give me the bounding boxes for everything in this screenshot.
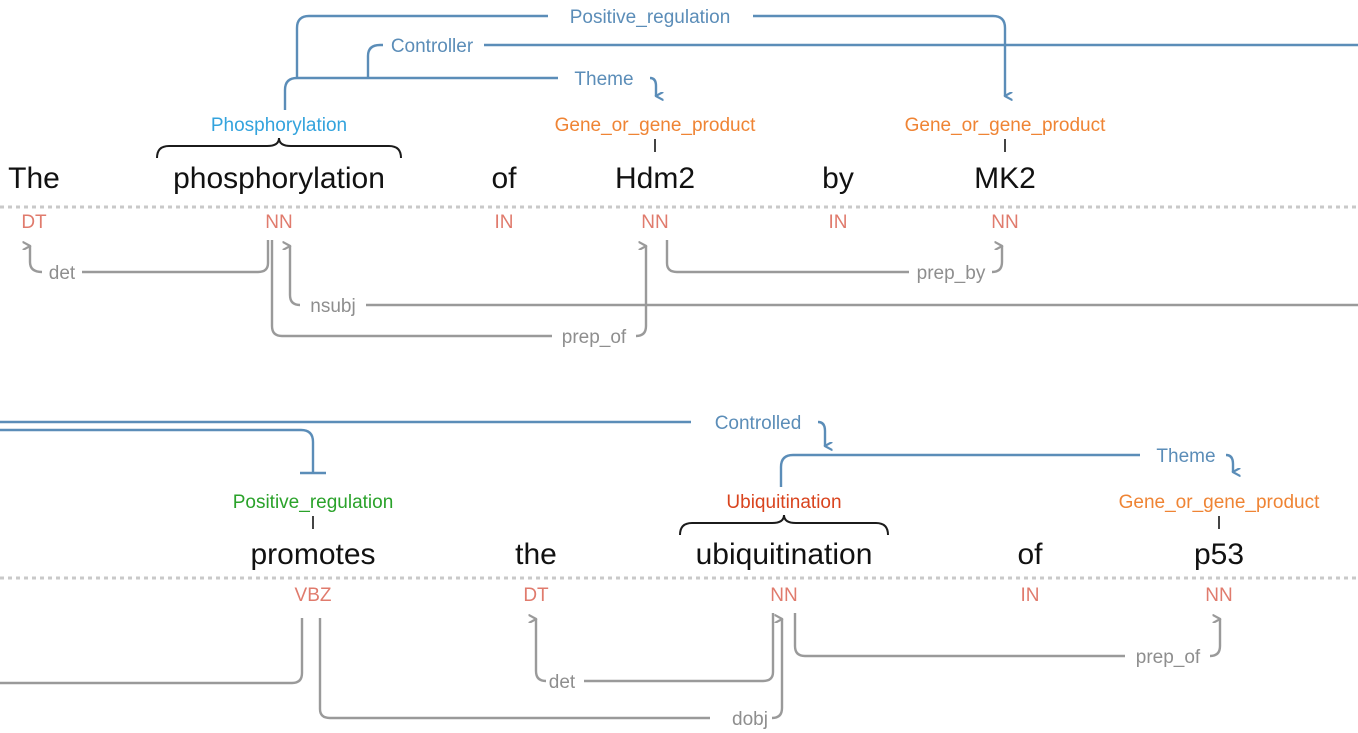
arc-path (771, 619, 782, 720)
arc-path (0, 428, 315, 472)
event-arc-positive-regulation-row1[interactable]: Positive_regulation (295, 7, 1005, 96)
pos-tag-hdm2[interactable]: NN (641, 212, 668, 233)
pos-tag-of-2[interactable]: IN (1021, 585, 1040, 606)
arc-path (649, 76, 656, 96)
dep-arc-det-row1[interactable]: det (30, 240, 270, 284)
arc-path (1209, 619, 1220, 658)
arc-path (318, 618, 710, 720)
dep-label-dobj: dobj (732, 709, 768, 730)
event-arc-positive-regulation-row2[interactable] (0, 428, 326, 475)
arc-path (30, 246, 43, 274)
pos-tag-by[interactable]: IN (829, 212, 848, 233)
token-word-promotes[interactable]: promotes (250, 538, 375, 571)
entity-label-gene-hdm2[interactable]: Gene_or_gene_product (555, 115, 756, 136)
arc-path (991, 246, 1002, 274)
dep-label-det-row2: det (549, 672, 576, 693)
token-word-phosphorylation[interactable]: phosphorylation (173, 162, 385, 195)
event-arc-theme-row1[interactable]: Theme (283, 69, 656, 110)
pos-tag-promotes[interactable]: VBZ (295, 585, 332, 606)
dep-arc-prep-of-row2[interactable]: prep_of (793, 613, 1220, 668)
token-word-the-2[interactable]: the (515, 538, 557, 571)
pos-tag-mk2[interactable]: NN (991, 212, 1018, 233)
dep-label-prep-by: prep_by (917, 263, 986, 284)
event-arc-theme-row2[interactable]: Theme (779, 446, 1233, 487)
brace-ubiquitination (679, 514, 889, 536)
arc-path (82, 240, 270, 274)
token-word-by[interactable]: by (822, 162, 854, 195)
token-word-of-2[interactable]: of (1017, 538, 1043, 571)
entity-label-phosphorylation[interactable]: Phosphorylation (211, 115, 347, 136)
arc-label-controlled: Controlled (715, 413, 802, 434)
dep-arc-nsubj-tail-row2 (0, 618, 304, 685)
dep-label-prep-of-row1: prep_of (562, 327, 627, 348)
token-word-p53[interactable]: p53 (1194, 538, 1244, 571)
arc-path (290, 246, 301, 307)
dep-arc-prep-by[interactable]: prep_by (665, 240, 1002, 284)
pos-tag-ubiquitination[interactable]: NN (770, 585, 797, 606)
entity-label-ubiquitination[interactable]: Ubiquitination (726, 492, 841, 513)
token-word-hdm2[interactable]: Hdm2 (615, 162, 695, 195)
token-word-ubiquitination[interactable]: ubiquitination (696, 538, 873, 571)
pos-tag-the-2[interactable]: DT (523, 585, 549, 606)
dep-label-nsubj: nsubj (310, 296, 355, 317)
arc-path (793, 613, 1125, 658)
token-word-mk2[interactable]: MK2 (974, 162, 1036, 195)
arc-path (779, 453, 1140, 487)
arc-path (536, 619, 547, 683)
dep-label-det-row1: det (49, 263, 76, 284)
arc-path (366, 43, 383, 78)
arc-path (0, 618, 304, 685)
entity-label-gene-mk2[interactable]: Gene_or_gene_product (905, 115, 1106, 136)
arc-path (1225, 453, 1233, 472)
pos-tag-of-1[interactable]: IN (495, 212, 514, 233)
dep-arc-nsubj[interactable]: nsubj (290, 246, 1358, 317)
arc-path (584, 613, 775, 683)
arc-path (665, 240, 909, 274)
dep-arc-det-row2[interactable]: det (536, 613, 775, 693)
token-word-the[interactable]: The (8, 162, 60, 195)
arc-label-theme-row1: Theme (574, 69, 633, 90)
arc-label-controller: Controller (391, 36, 474, 57)
entity-label-positive-regulation[interactable]: Positive_regulation (233, 492, 394, 513)
arc-path (283, 76, 558, 110)
entity-label-gene-p53[interactable]: Gene_or_gene_product (1119, 492, 1320, 513)
arc-label-positive-regulation: Positive_regulation (570, 7, 731, 28)
arc-path (295, 14, 548, 78)
token-word-of-1[interactable]: of (491, 162, 517, 195)
arc-path (635, 246, 646, 338)
dep-arc-dobj[interactable]: dobj (318, 618, 782, 730)
pos-tag-the[interactable]: DT (21, 212, 47, 233)
arc-label-theme-row2: Theme (1156, 446, 1215, 467)
brace-phosphorylation (156, 137, 402, 159)
dep-arc-prep-of-row1[interactable]: prep_of (270, 240, 646, 348)
arc-path (817, 420, 825, 446)
event-arc-controller[interactable]: Controller (366, 36, 1358, 78)
event-arc-controlled[interactable]: Controlled (0, 413, 825, 446)
pos-tag-p53[interactable]: NN (1205, 585, 1232, 606)
dep-label-prep-of-row2: prep_of (1136, 647, 1201, 668)
arc-path (270, 240, 552, 338)
pos-tag-phosphorylation[interactable]: NN (265, 212, 292, 233)
arc-path (753, 14, 1005, 96)
